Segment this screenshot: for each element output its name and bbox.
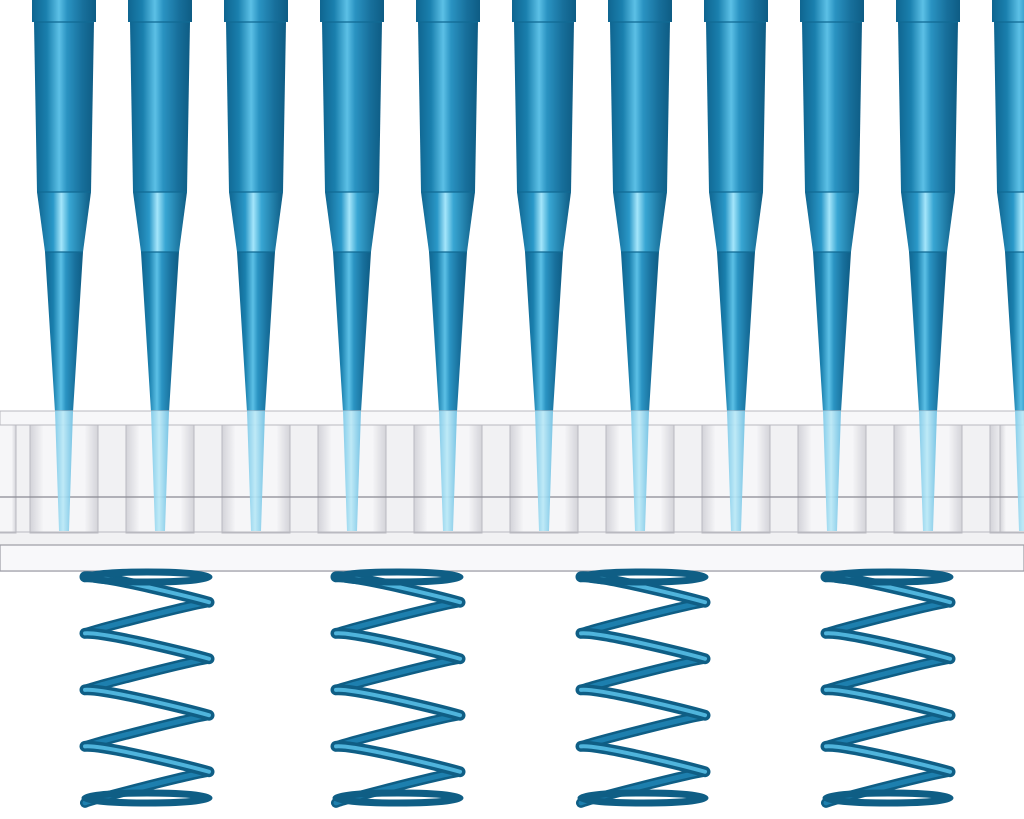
- tip-upper-body: [130, 22, 190, 192]
- spring-front-coil-highlight: [334, 574, 462, 774]
- submerged-tip: [151, 411, 169, 531]
- tip-mid-cone: [133, 192, 187, 252]
- tip-collar: [512, 0, 576, 22]
- submerged-tip: [247, 411, 265, 531]
- spring-back-coil-highlight: [333, 599, 463, 806]
- compression-spring: [79, 568, 215, 808]
- spring-bottom-ring: [332, 789, 464, 807]
- tip-upper-body: [994, 22, 1024, 192]
- springs: [79, 568, 956, 808]
- spring-top-ring: [81, 568, 213, 586]
- spring-bottom-ring: [822, 789, 954, 807]
- pipette-tip: [416, 0, 480, 412]
- pipette-tip: [704, 0, 768, 412]
- tip-collar: [32, 0, 96, 22]
- tip-lower-taper: [909, 252, 947, 412]
- tip-mid-cone: [709, 192, 763, 252]
- tip-lower-taper: [45, 252, 83, 412]
- tip-collar: [800, 0, 864, 22]
- tip-lower-taper: [237, 252, 275, 412]
- submerged-tip: [823, 411, 841, 531]
- tip-mid-cone: [613, 192, 667, 252]
- compression-spring: [575, 568, 711, 808]
- tip-collar: [896, 0, 960, 22]
- tip-upper-body: [226, 22, 286, 192]
- submerged-tip: [439, 411, 457, 531]
- submerged-tip-ends: [55, 411, 1024, 531]
- tip-mid-cone: [37, 192, 91, 252]
- pipette-tip: [32, 0, 96, 412]
- submerged-tip: [343, 411, 361, 531]
- spring-top-ring: [822, 568, 954, 586]
- tip-lower-taper: [429, 252, 467, 412]
- tip-lower-taper: [333, 252, 371, 412]
- tip-collar: [608, 0, 672, 22]
- tip-upper-body: [322, 22, 382, 192]
- tip-upper-body: [610, 22, 670, 192]
- submerged-tip: [631, 411, 649, 531]
- tip-upper-body: [706, 22, 766, 192]
- tip-upper-body: [514, 22, 574, 192]
- submerged-tip: [727, 411, 745, 531]
- tip-mid-cone: [517, 192, 571, 252]
- spring-back-coil-highlight: [82, 599, 212, 806]
- tip-lower-taper: [717, 252, 755, 412]
- pipette-tip: [128, 0, 192, 412]
- pipette-tip: [224, 0, 288, 412]
- spring-back-coil-highlight: [823, 599, 953, 806]
- tip-mid-cone: [997, 192, 1024, 252]
- spring-top-ring: [577, 568, 709, 586]
- tip-collar: [320, 0, 384, 22]
- submerged-tip: [535, 411, 553, 531]
- pipette-tips: [32, 0, 1024, 412]
- tip-mid-cone: [325, 192, 379, 252]
- tip-lower-taper: [621, 252, 659, 412]
- submerged-tip: [55, 411, 73, 531]
- pipette-tip: [320, 0, 384, 412]
- pipette-tip: [992, 0, 1024, 412]
- pipette-tip: [800, 0, 864, 412]
- tip-mid-cone: [421, 192, 475, 252]
- spring-front-coil-highlight: [824, 574, 952, 774]
- tip-mid-cone: [229, 192, 283, 252]
- tip-mid-cone: [805, 192, 859, 252]
- spring-front-coil-highlight: [83, 574, 211, 774]
- tip-mid-cone: [901, 192, 955, 252]
- tip-lower-taper: [141, 252, 179, 412]
- compression-spring: [820, 568, 956, 808]
- tip-collar: [224, 0, 288, 22]
- spring-bottom-ring: [81, 789, 213, 807]
- tip-collar: [704, 0, 768, 22]
- spring-front-coil-highlight: [579, 574, 707, 774]
- submerged-tip: [1015, 411, 1024, 531]
- spring-bottom-ring: [577, 789, 709, 807]
- plate-base: [0, 544, 1024, 572]
- tip-collar: [992, 0, 1024, 22]
- tip-lower-taper: [1005, 252, 1024, 412]
- tip-upper-body: [418, 22, 478, 192]
- tip-lower-taper: [525, 252, 563, 412]
- plate-well: [0, 424, 17, 534]
- tip-upper-body: [802, 22, 862, 192]
- pipette-tip: [608, 0, 672, 412]
- tip-upper-body: [898, 22, 958, 192]
- tip-collar: [416, 0, 480, 22]
- spring-back-coil-highlight: [578, 599, 708, 806]
- tip-upper-body: [34, 22, 94, 192]
- tip-collar: [128, 0, 192, 22]
- pipette-tip: [896, 0, 960, 412]
- submerged-tip: [919, 411, 937, 531]
- tip-lower-taper: [813, 252, 851, 412]
- pipette-tip: [512, 0, 576, 412]
- compression-spring: [330, 568, 466, 808]
- spring-top-ring: [332, 568, 464, 586]
